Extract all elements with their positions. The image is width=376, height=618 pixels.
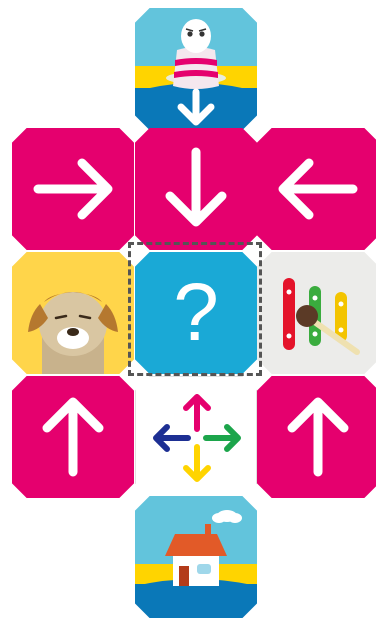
arrow-up-icon: [257, 376, 376, 498]
tile-arrow-down[interactable]: [135, 128, 257, 250]
tile-question[interactable]: ?: [135, 252, 257, 374]
tile-arrow-right[interactable]: [12, 128, 134, 250]
arrow-right-icon: [12, 128, 134, 250]
dog-icon: [12, 252, 134, 374]
tile-house-goal[interactable]: [135, 496, 257, 618]
arrow-up-icon: [12, 376, 134, 498]
tile-arrow-left[interactable]: [257, 128, 376, 250]
tile-xylophone[interactable]: [257, 252, 376, 374]
character-on-beach-icon: [135, 8, 257, 130]
tile-start-character[interactable]: [135, 8, 257, 130]
house-icon: [135, 496, 257, 618]
tile-arrow-up-right[interactable]: [257, 376, 376, 498]
xylophone-icon: [257, 252, 376, 374]
tile-dog[interactable]: [12, 252, 134, 374]
question-mark-label: ?: [135, 252, 257, 374]
tile-multi-direction[interactable]: [135, 376, 257, 498]
four-way-arrows-icon: [136, 377, 257, 498]
tile-arrow-up-left[interactable]: [12, 376, 134, 498]
arrow-down-icon: [135, 128, 257, 250]
arrow-left-icon: [257, 128, 376, 250]
